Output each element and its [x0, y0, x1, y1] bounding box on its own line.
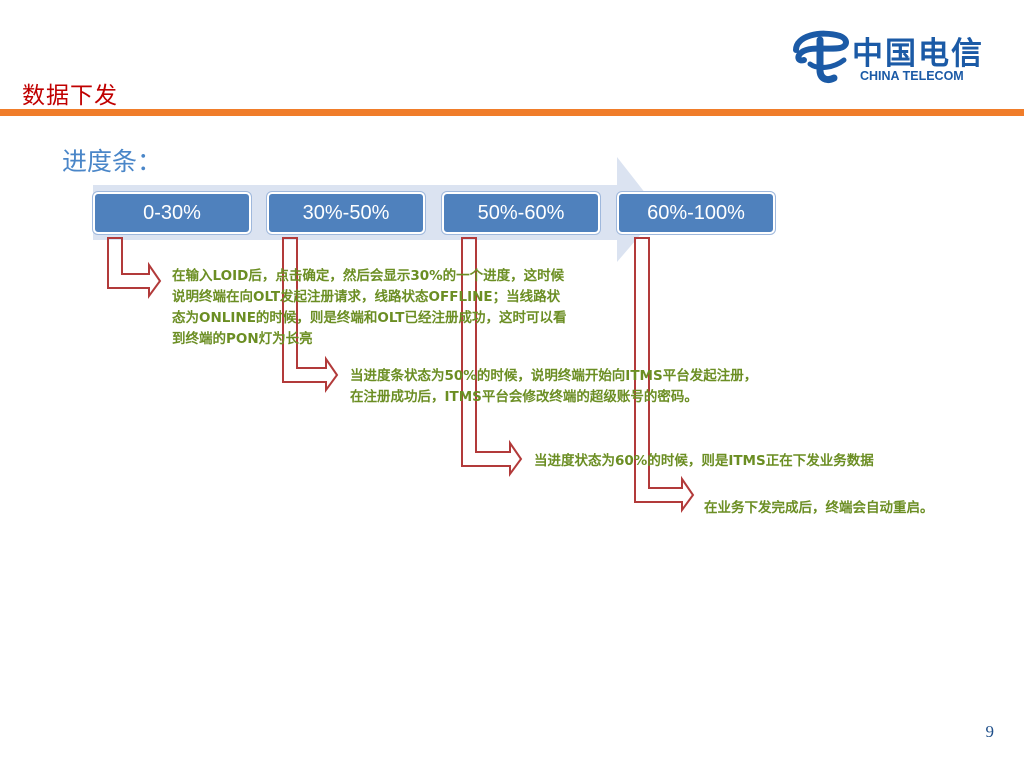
logo-name-en: CHINA TELECOM — [860, 69, 964, 83]
progress-step-50-60: 50%-60% — [442, 192, 600, 234]
section-title: 进度条： — [62, 147, 163, 176]
connector-arrow-3 — [461, 237, 523, 478]
china-telecom-logo: 中国电信 CHINA TELECOM — [790, 26, 986, 90]
telecom-emblem-icon — [793, 30, 849, 84]
page-number: 9 — [985, 722, 995, 741]
connector-arrow-4 — [634, 237, 695, 514]
connector-arrow-2 — [282, 237, 339, 394]
note-line: 当进度状态为60%的时候，则是ITMS正在下发业务数据 — [534, 453, 874, 469]
slide-title: 数据下发 — [22, 83, 118, 109]
progress-step-30-50: 30%-50% — [267, 192, 425, 234]
note-step-1: 在输入LOID后，点击确定，然后会显示30%的一个进度，这时候 说明终端在向OL… — [172, 266, 566, 350]
note-line: 说明终端在向OLT发起注册请求，线路状态OFFLINE；当线路状 — [172, 289, 561, 305]
logo-name-cn: 中国电信 — [852, 36, 984, 72]
note-line: 到终端的PON灯为长亮 — [172, 331, 313, 347]
progress-step-0-30: 0-30% — [93, 192, 251, 234]
note-step-3: 当进度状态为60%的时候，则是ITMS正在下发业务数据 — [534, 451, 874, 472]
note-line: 在注册成功后，ITMS平台会修改终端的超级账号的密码。 — [350, 389, 698, 405]
note-step-2: 当进度条状态为50%的时候，说明终端开始向ITMS平台发起注册， 在注册成功后，… — [350, 366, 757, 408]
note-step-4: 在业务下发完成后，终端会自动重启。 — [704, 498, 934, 519]
note-line: 在输入LOID后，点击确定，然后会显示30%的一个进度，这时候 — [172, 268, 565, 284]
note-line: 在业务下发完成后，终端会自动重启。 — [704, 500, 934, 516]
connector-arrow-1 — [107, 237, 162, 300]
note-line: 态为ONLINE的时候，则是终端和OLT已经注册成功，这时可以看 — [172, 310, 567, 326]
note-line: 当进度条状态为50%的时候，说明终端开始向ITMS平台发起注册， — [350, 368, 758, 384]
header-divider — [0, 109, 1024, 116]
progress-step-60-100: 60%-100% — [617, 192, 775, 234]
